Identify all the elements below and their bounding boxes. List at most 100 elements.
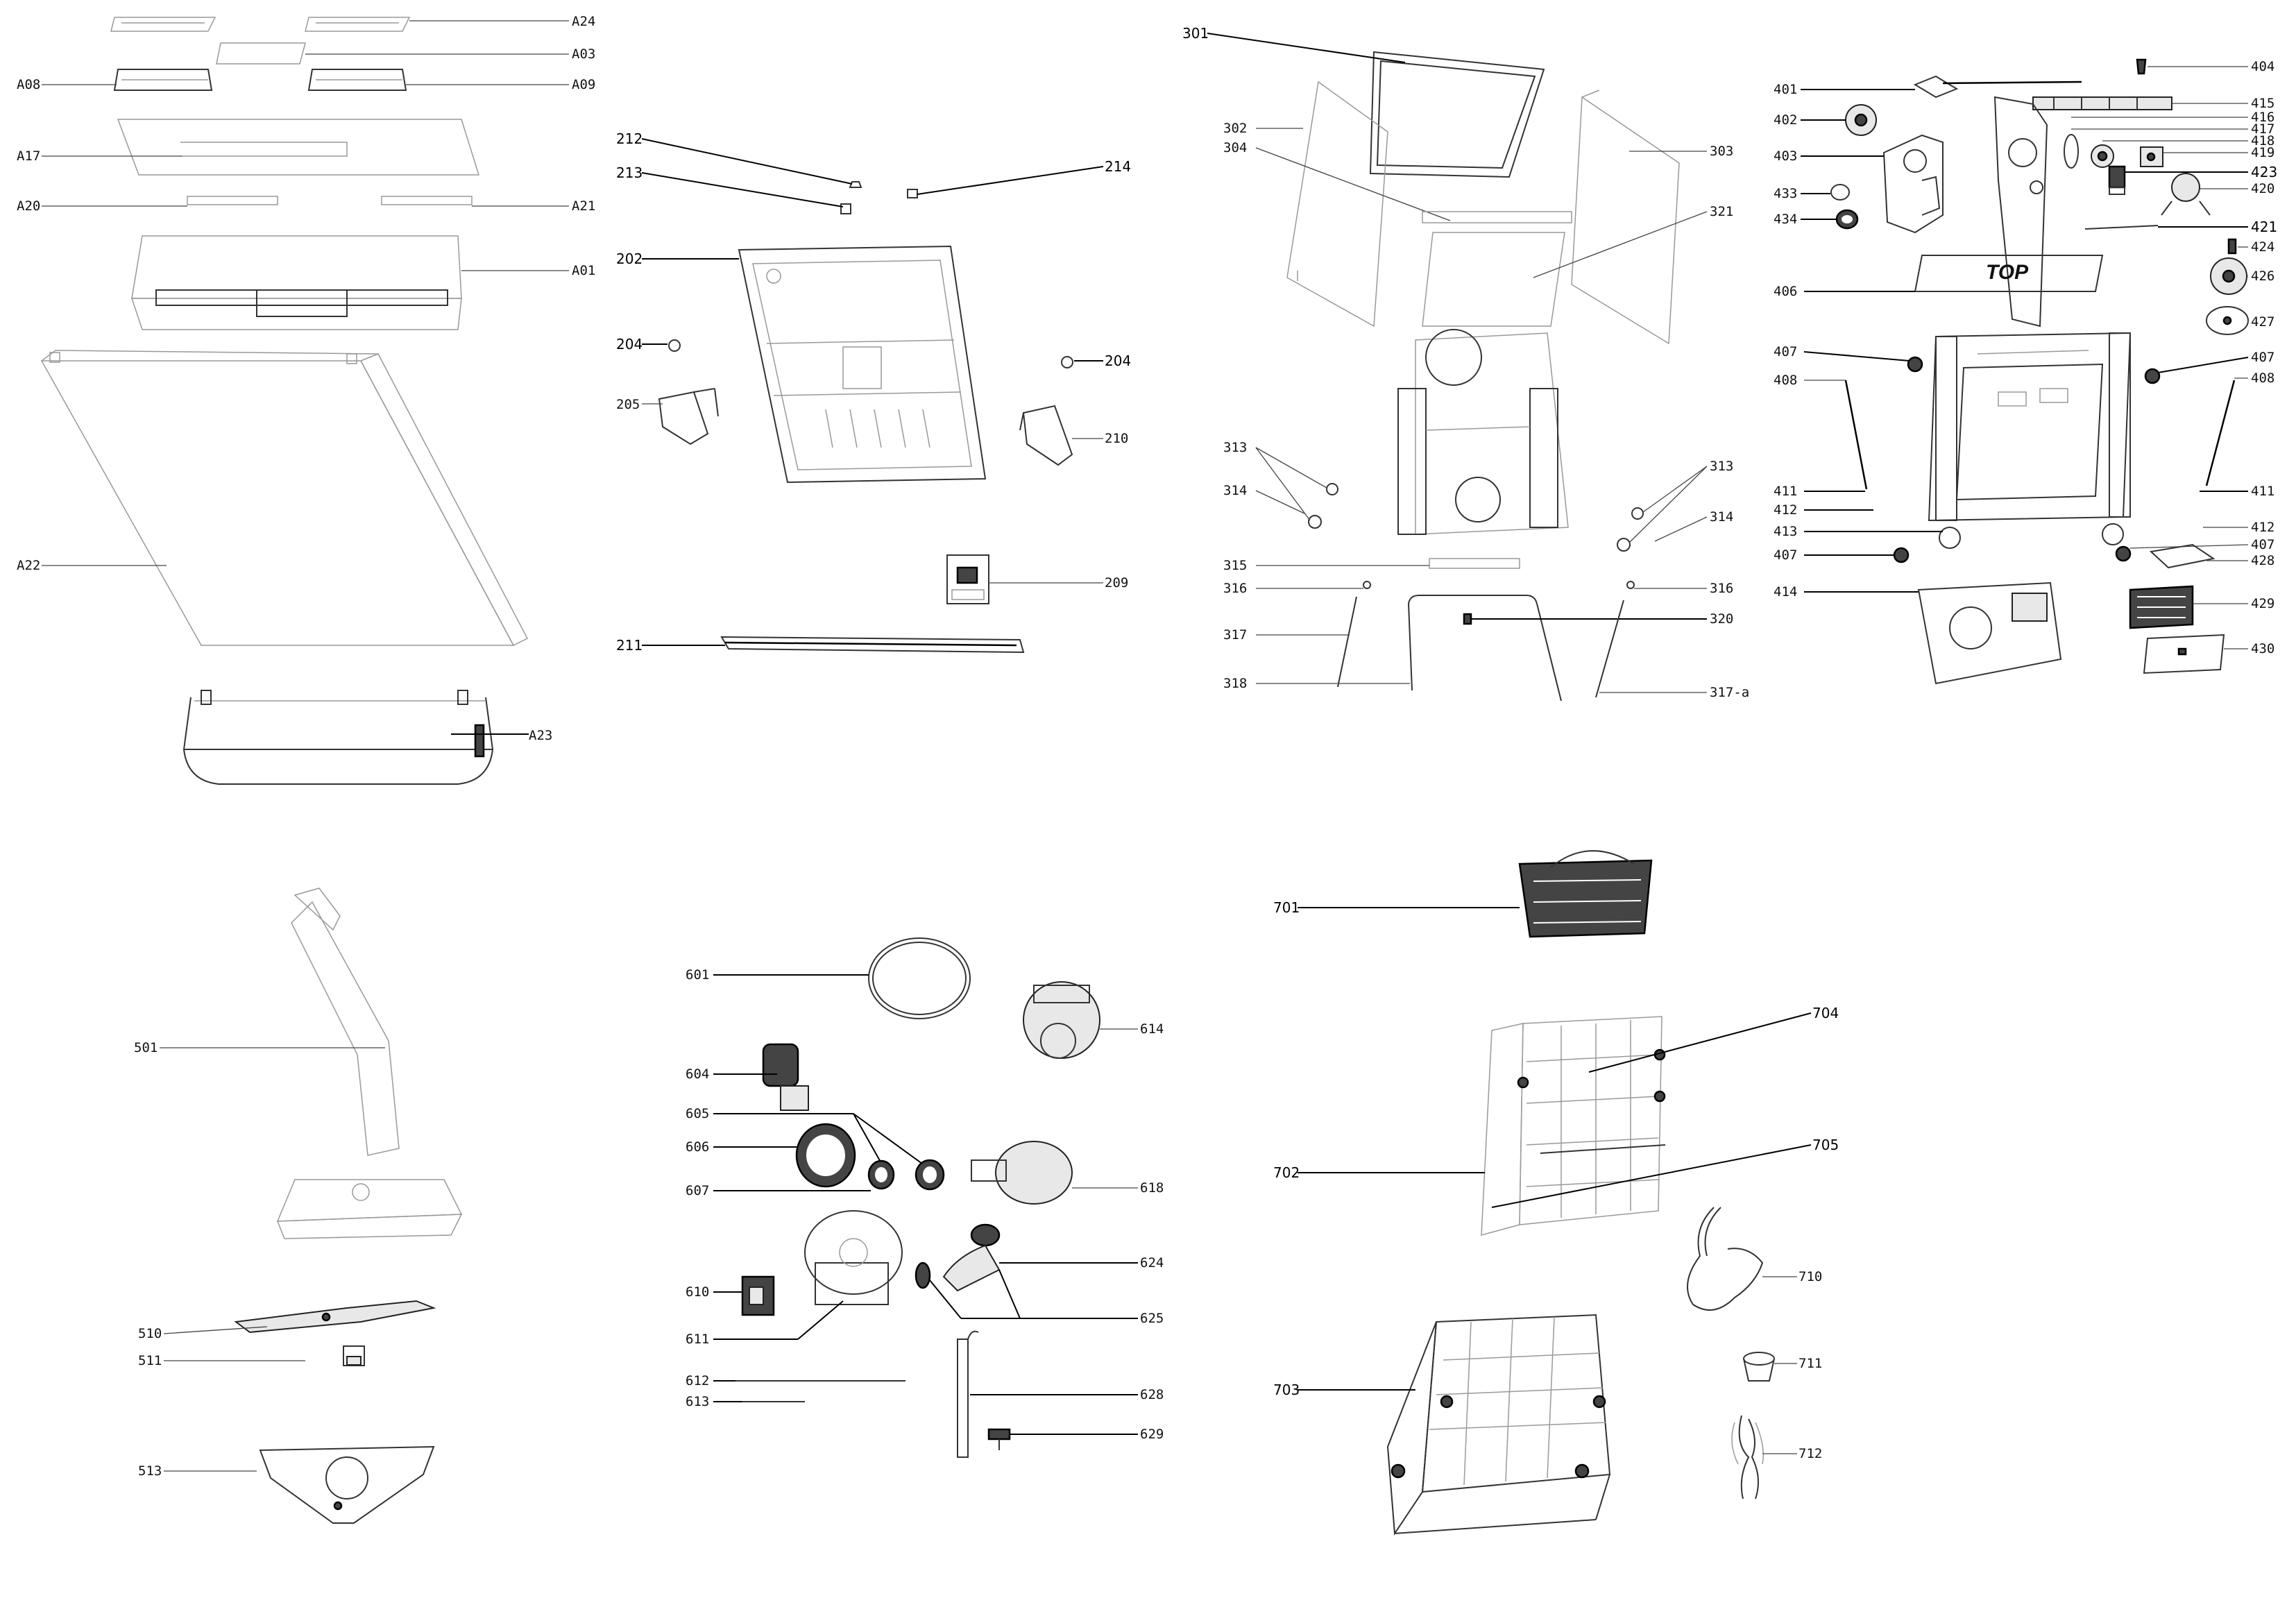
label-211: 211 xyxy=(616,637,643,654)
part-418-gear xyxy=(2091,144,2114,168)
label-610: 610 xyxy=(686,1284,709,1300)
label-511: 511 xyxy=(138,1353,162,1368)
label-411-b: 411 xyxy=(2251,484,2274,499)
label-419: 419 xyxy=(2251,145,2274,160)
label-601: 601 xyxy=(686,967,709,983)
label-317: 317 xyxy=(1223,627,1247,643)
base-group: 401 402 403 433 434 404 xyxy=(1774,58,2277,685)
part-427-disc xyxy=(2206,306,2249,335)
label-701: 701 xyxy=(1273,899,1300,916)
part-429-filter xyxy=(2129,585,2194,629)
part-625-clamp-a xyxy=(915,1261,931,1289)
label-421: 421 xyxy=(2251,219,2277,235)
label-711: 711 xyxy=(1798,1356,1822,1371)
part-501-feed-tube xyxy=(276,887,463,1239)
part-314-washer-left xyxy=(1308,515,1322,529)
part-703-lower-basket xyxy=(1386,1314,1611,1536)
label-703: 703 xyxy=(1273,1382,1300,1398)
label-513: 513 xyxy=(138,1463,162,1479)
label-315: 315 xyxy=(1223,558,1247,573)
part-408-leg-right xyxy=(2205,380,2236,486)
part-204-left xyxy=(668,339,681,352)
label-412-a: 412 xyxy=(1774,502,1797,518)
part-404-screw xyxy=(2136,58,2147,75)
label-212: 212 xyxy=(616,130,643,147)
part-a09 xyxy=(307,69,407,91)
label-613: 613 xyxy=(686,1394,709,1409)
label-214: 214 xyxy=(1105,158,1131,175)
box-print-top: TOP xyxy=(1986,261,2029,284)
label-428: 428 xyxy=(2251,553,2274,568)
part-210-hinge-right xyxy=(1019,405,1073,466)
label-510: 510 xyxy=(138,1326,162,1341)
part-base-frame xyxy=(1928,332,2132,549)
label-317a: 317-a xyxy=(1710,685,1749,700)
part-510-lower-arm xyxy=(234,1300,436,1334)
cabinet-group: 301 302 304 303 321 313 xyxy=(1182,25,1749,702)
label-417: 417 xyxy=(2251,121,2274,137)
part-711-cap xyxy=(1743,1352,1775,1382)
part-204-right xyxy=(1061,356,1073,368)
part-301-top xyxy=(1369,51,1545,178)
part-tub-frame xyxy=(1397,329,1569,535)
part-212-screw xyxy=(849,181,862,188)
part-321-panel xyxy=(1422,232,1565,327)
part-a08 xyxy=(113,69,213,91)
label-416: 416 xyxy=(2251,110,2274,125)
part-513-filter-plate xyxy=(259,1445,435,1524)
label-712: 712 xyxy=(1798,1446,1822,1461)
label-408-b: 408 xyxy=(2251,371,2274,386)
label-404: 404 xyxy=(2251,59,2274,74)
label-411-a: 411 xyxy=(1774,484,1797,499)
label-618: 618 xyxy=(1140,1180,1164,1196)
inner-door-group: 212 213 214 202 204 204 xyxy=(616,130,1131,654)
part-a03 xyxy=(216,42,306,65)
part-423-motor xyxy=(2108,165,2126,195)
part-402-nut xyxy=(1845,104,1877,136)
part-407-foot-b xyxy=(2144,368,2161,384)
part-a21 xyxy=(381,196,473,205)
part-511-hub xyxy=(343,1345,365,1366)
label-427: 427 xyxy=(2251,314,2274,330)
label-604: 604 xyxy=(686,1067,709,1082)
label-407-b: 407 xyxy=(2251,350,2274,365)
part-430-tray xyxy=(2143,634,2225,674)
part-701-cutlery-basket xyxy=(1518,850,1653,938)
part-313-grommet-left xyxy=(1326,483,1338,495)
label-a23: A23 xyxy=(529,728,552,743)
label-424: 424 xyxy=(2251,239,2274,255)
label-414: 414 xyxy=(1774,584,1797,600)
label-412-b: 412 xyxy=(2251,520,2274,535)
part-624-elbow xyxy=(970,1223,1001,1247)
part-629-connector xyxy=(987,1428,1011,1450)
part-a17 xyxy=(117,119,480,176)
part-403-softener xyxy=(1882,134,1944,234)
part-302-side-left xyxy=(1286,80,1388,328)
label-402: 402 xyxy=(1774,112,1797,128)
part-415-hose xyxy=(2032,96,2172,110)
label-301: 301 xyxy=(1182,25,1209,42)
part-316-right xyxy=(1626,581,1635,589)
label-629: 629 xyxy=(1140,1427,1164,1442)
label-407-d: 407 xyxy=(2251,537,2274,552)
label-407-a: 407 xyxy=(1774,344,1797,359)
spray-arm-group: 501 510 511 513 xyxy=(134,887,463,1524)
label-704: 704 xyxy=(1812,1005,1839,1021)
label-420: 420 xyxy=(2251,181,2274,196)
label-314-left: 314 xyxy=(1223,483,1247,498)
label-318: 318 xyxy=(1223,676,1247,691)
label-302: 302 xyxy=(1223,121,1247,136)
part-710-hose xyxy=(1687,1207,1764,1311)
part-313-grommet-right xyxy=(1631,507,1644,520)
label-a17: A17 xyxy=(17,148,40,164)
part-428-plate xyxy=(2149,543,2216,569)
part-a24-right xyxy=(305,17,411,32)
part-625-hose xyxy=(942,1244,1001,1292)
part-628-drain-hose xyxy=(957,1330,979,1458)
basket-group: 701 702 704 705 xyxy=(1273,850,1839,1536)
part-211-seal xyxy=(720,636,1025,654)
part-424-clip xyxy=(2227,238,2237,255)
label-607: 607 xyxy=(686,1183,709,1198)
part-304-rail xyxy=(1422,211,1572,223)
part-202-inner-door xyxy=(738,245,987,484)
